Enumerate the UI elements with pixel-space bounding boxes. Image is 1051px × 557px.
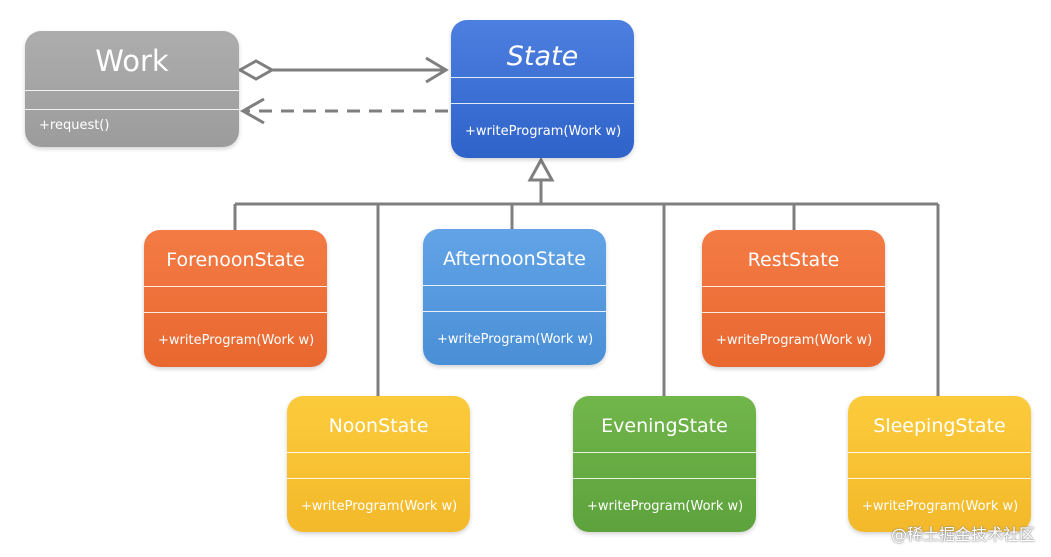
class-forenoon-state: ForenoonState +writeProgram(Work w) bbox=[144, 230, 327, 367]
class-noon-state-name: NoonState bbox=[328, 415, 429, 437]
class-rest-state: RestState +writeProgram(Work w) bbox=[702, 230, 885, 367]
class-forenoon-state-divider-1 bbox=[144, 286, 327, 287]
class-evening-state-divider-1 bbox=[573, 452, 756, 453]
class-work: Work +request() bbox=[25, 31, 239, 147]
class-work-divider-1 bbox=[25, 90, 239, 91]
aggregation-diamond bbox=[236, 59, 276, 81]
class-noon-state-divider-2 bbox=[287, 478, 470, 479]
class-rest-state-divider-1 bbox=[702, 286, 885, 287]
class-work-divider-2 bbox=[25, 109, 239, 110]
class-sleeping-state-divider-1 bbox=[848, 452, 1031, 453]
class-noon-state: NoonState +writeProgram(Work w) bbox=[287, 396, 470, 532]
class-rest-state-operation: +writeProgram(Work w) bbox=[716, 333, 873, 348]
class-noon-state-divider-1 bbox=[287, 452, 470, 453]
class-state: State +writeProgram(Work w) bbox=[451, 20, 634, 158]
class-afternoon-state: AfternoonState +writeProgram(Work w) bbox=[423, 229, 606, 365]
class-rest-state-name: RestState bbox=[747, 249, 840, 271]
class-evening-state-name: EveningState bbox=[601, 415, 728, 437]
class-sleeping-state-divider-2 bbox=[848, 478, 1031, 479]
class-afternoon-state-name: AfternoonState bbox=[443, 248, 586, 270]
class-forenoon-state-name: ForenoonState bbox=[166, 249, 305, 271]
watermark: @稀土掘金技术社区 bbox=[890, 525, 1035, 544]
aggregation-arrowhead bbox=[425, 56, 449, 84]
class-sleeping-state: SleepingState +writeProgram(Work w) bbox=[848, 396, 1031, 532]
class-afternoon-state-divider-1 bbox=[423, 285, 606, 286]
class-forenoon-state-operation: +writeProgram(Work w) bbox=[158, 333, 315, 348]
class-work-name: Work bbox=[95, 44, 169, 78]
class-noon-state-operation: +writeProgram(Work w) bbox=[301, 499, 458, 514]
class-state-name: State bbox=[506, 41, 579, 72]
class-forenoon-state-divider-2 bbox=[144, 312, 327, 313]
dependency-arrowhead bbox=[239, 97, 265, 125]
class-evening-state-operation: +writeProgram(Work w) bbox=[587, 499, 744, 514]
class-work-operation: +request() bbox=[39, 118, 110, 133]
class-state-divider-2 bbox=[451, 103, 634, 104]
class-evening-state: EveningState +writeProgram(Work w) bbox=[573, 396, 756, 532]
class-afternoon-state-divider-2 bbox=[423, 311, 606, 312]
class-afternoon-state-operation: +writeProgram(Work w) bbox=[437, 332, 594, 347]
class-rest-state-divider-2 bbox=[702, 312, 885, 313]
class-state-operation: +writeProgram(Work w) bbox=[465, 124, 622, 139]
inheritance-triangle bbox=[527, 156, 555, 182]
class-sleeping-state-name: SleepingState bbox=[873, 415, 1006, 437]
class-state-divider-1 bbox=[451, 77, 634, 78]
class-sleeping-state-operation: +writeProgram(Work w) bbox=[862, 499, 1019, 514]
class-evening-state-divider-2 bbox=[573, 478, 756, 479]
